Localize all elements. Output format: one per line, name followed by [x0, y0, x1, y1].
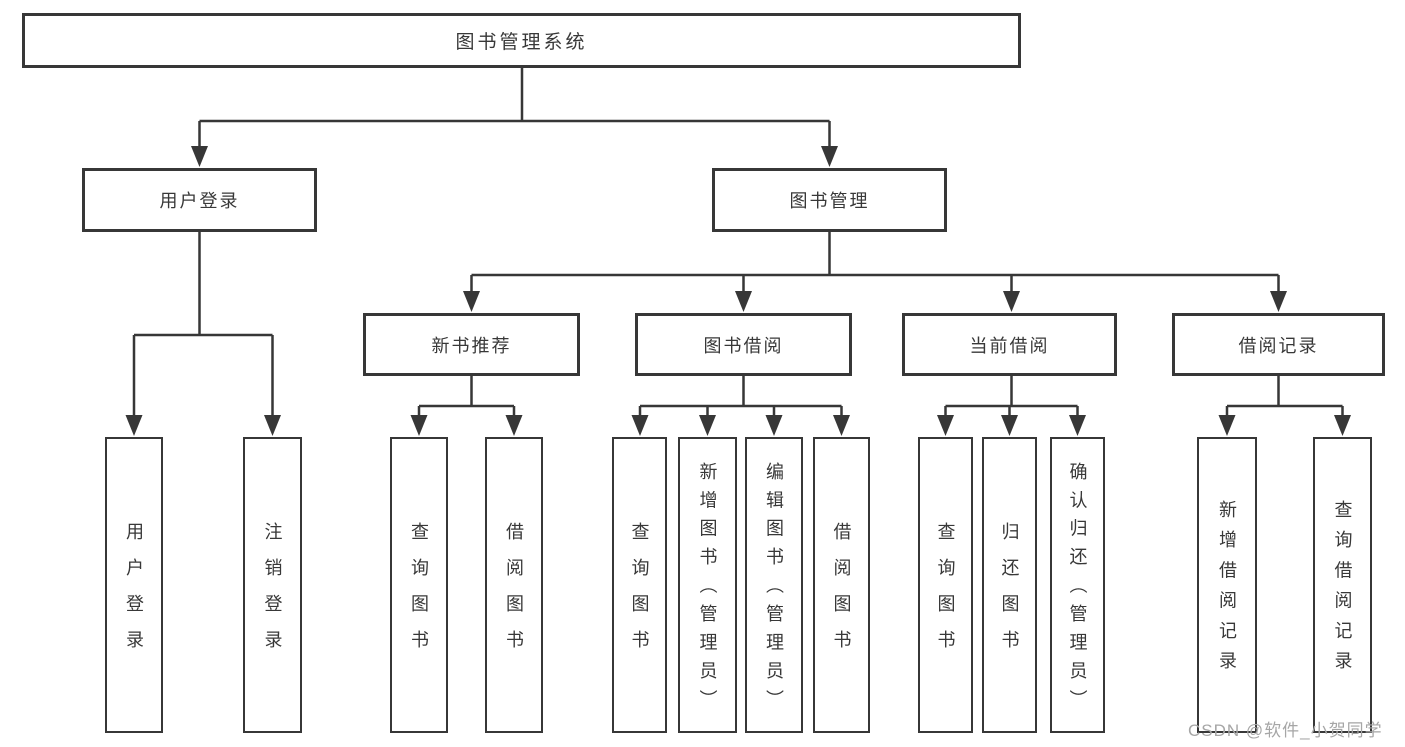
leaf-confirm-return-admin: 确认归还（管理员）: [1050, 437, 1105, 733]
leaf-borrow-books: 借阅图书: [485, 437, 543, 733]
node-label: 当前借阅: [969, 335, 1050, 356]
leaf-label: 确认归还（管理员）: [1067, 462, 1088, 719]
arrowhead: [1334, 415, 1351, 436]
connector-login-to-leaves: [132, 232, 274, 424]
node-borrowing-records: 借阅记录: [1172, 313, 1385, 376]
leaf-label: 查询图书: [935, 522, 956, 666]
leaf-query-books-3: 查询图书: [918, 437, 973, 733]
node-label: 新书推荐: [431, 335, 512, 356]
leaf-label: 查询借阅记录: [1332, 500, 1353, 682]
arrowhead: [505, 415, 523, 436]
leaf-label: 编辑图书（管理员）: [764, 462, 784, 719]
arrowhead: [264, 415, 281, 436]
node-new-book-recommendation: 新书推荐: [363, 313, 580, 376]
leaf-add-books-admin: 新增图书（管理员）: [678, 437, 737, 733]
leaf-label: 用户登录: [124, 522, 144, 666]
arrowhead: [1218, 415, 1236, 436]
arrowhead: [410, 415, 428, 436]
connector-mgmt-to-level3: [470, 232, 1280, 300]
connector-root-to-level2: [198, 68, 831, 154]
arrowhead: [1270, 291, 1287, 312]
arrowhead: [191, 146, 208, 167]
leaf-query-books: 查询图书: [390, 437, 448, 733]
leaf-query-books-2: 查询图书: [612, 437, 667, 733]
arrowhead: [1001, 415, 1018, 436]
arrowhead: [631, 415, 649, 436]
leaf-label: 查询图书: [629, 522, 650, 666]
node-label: 图书管理系统: [455, 32, 588, 53]
arrowhead: [735, 291, 752, 312]
leaf-label: 新增图书（管理员）: [697, 462, 718, 719]
leaf-query-borrow-record: 查询借阅记录: [1313, 437, 1372, 733]
node-book-management: 图书管理: [712, 168, 947, 232]
leaf-borrow-books-2: 借阅图书: [813, 437, 870, 733]
leaf-label: 归还图书: [999, 522, 1020, 666]
csdn-watermark: CSDN @软件_小贺同学: [1188, 721, 1383, 740]
connector-records-to-leaves: [1225, 376, 1344, 424]
node-label: 图书管理: [789, 191, 870, 211]
arrowhead: [821, 146, 838, 167]
node-user-login: 用户登录: [82, 168, 317, 232]
node-book-borrowing: 图书借阅: [635, 313, 852, 376]
leaf-label: 借阅图书: [504, 522, 524, 666]
connector-paths: [132, 68, 1344, 424]
arrowheads: [125, 146, 1351, 436]
leaf-user-login: 用户登录: [105, 437, 163, 733]
node-library-management-system: 图书管理系统: [22, 13, 1021, 68]
node-current-borrowing: 当前借阅: [902, 313, 1117, 376]
node-label: 借阅记录: [1238, 335, 1319, 356]
arrowhead: [699, 415, 716, 436]
node-label: 用户登录: [159, 191, 240, 211]
node-label: 图书借阅: [703, 335, 784, 356]
connector-newbook-to-leaves: [417, 376, 516, 424]
leaf-logout: 注销登录: [243, 437, 302, 733]
arrowhead: [833, 415, 850, 436]
arrowhead: [1069, 415, 1086, 436]
arrowhead: [937, 415, 954, 436]
leaf-edit-books-admin: 编辑图书（管理员）: [745, 437, 803, 733]
connector-borrow-to-leaves: [638, 376, 843, 424]
arrowhead: [125, 415, 143, 436]
leaf-return-books: 归还图书: [982, 437, 1037, 733]
arrowhead: [765, 415, 783, 436]
arrowhead: [1003, 291, 1020, 312]
leaf-label: 查询图书: [409, 522, 429, 666]
arrowhead: [463, 291, 480, 312]
leaf-label: 借阅图书: [831, 522, 852, 666]
leaf-label: 新增借阅记录: [1217, 500, 1237, 682]
leaf-label: 注销登录: [262, 522, 283, 666]
leaf-add-borrow-record: 新增借阅记录: [1197, 437, 1257, 733]
